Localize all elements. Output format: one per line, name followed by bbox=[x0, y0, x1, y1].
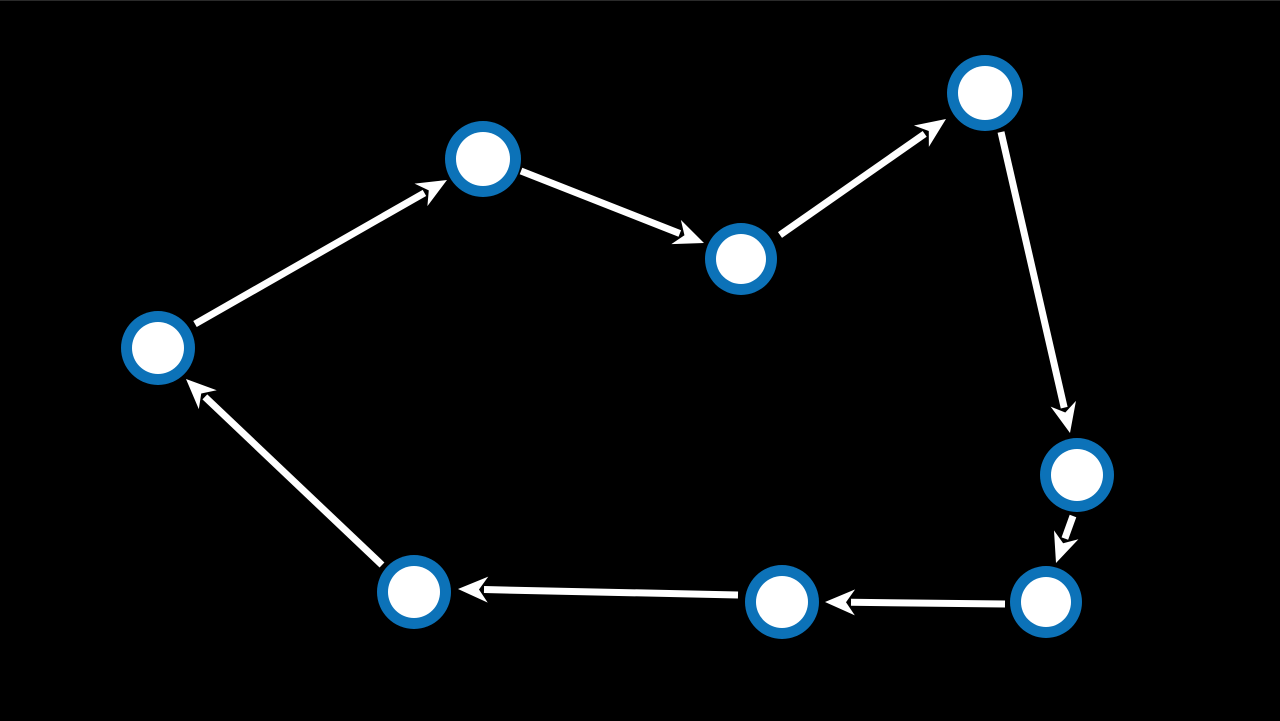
node-core bbox=[716, 234, 766, 284]
edges-layer bbox=[186, 119, 1079, 616]
arrowhead-icon bbox=[1053, 530, 1079, 563]
graph-edge[interactable] bbox=[777, 119, 946, 238]
edge-line bbox=[1061, 514, 1077, 540]
arrowhead-icon bbox=[1050, 400, 1076, 433]
edge-line bbox=[202, 394, 385, 568]
graph-edge[interactable] bbox=[458, 576, 739, 603]
node-core bbox=[756, 576, 808, 628]
edge-line bbox=[519, 167, 682, 237]
node-core bbox=[1051, 449, 1103, 501]
arrowhead-icon bbox=[186, 379, 217, 410]
edge-line bbox=[777, 131, 927, 238]
graph-edge[interactable] bbox=[1053, 514, 1079, 563]
arrowhead-icon bbox=[913, 119, 946, 147]
graph-node[interactable] bbox=[121, 311, 195, 385]
graph-node[interactable] bbox=[445, 121, 521, 197]
edge-line bbox=[483, 586, 739, 599]
graph-edge[interactable] bbox=[193, 180, 447, 328]
node-core bbox=[388, 566, 440, 618]
graph-node[interactable] bbox=[947, 55, 1023, 131]
graph-node[interactable] bbox=[377, 555, 451, 629]
graph-edge[interactable] bbox=[519, 167, 704, 245]
node-core bbox=[456, 132, 510, 186]
graph-edge[interactable] bbox=[997, 131, 1076, 433]
edge-line bbox=[193, 189, 427, 328]
graph-edge[interactable] bbox=[825, 589, 1006, 616]
graph-node[interactable] bbox=[1040, 438, 1114, 512]
graph-edge[interactable] bbox=[186, 379, 385, 568]
arrowhead-icon bbox=[458, 576, 489, 603]
node-core bbox=[1021, 577, 1071, 627]
edge-line bbox=[850, 598, 1006, 608]
edge-line bbox=[997, 131, 1068, 409]
arrowhead-icon bbox=[414, 180, 447, 207]
node-core bbox=[132, 322, 184, 374]
graph-node[interactable] bbox=[705, 223, 777, 295]
arrowhead-icon bbox=[671, 219, 704, 245]
node-core bbox=[958, 66, 1012, 120]
graph-node[interactable] bbox=[745, 565, 819, 639]
graph-node[interactable] bbox=[1010, 566, 1082, 638]
nodes-layer bbox=[121, 55, 1114, 639]
arrowhead-icon bbox=[825, 589, 856, 616]
